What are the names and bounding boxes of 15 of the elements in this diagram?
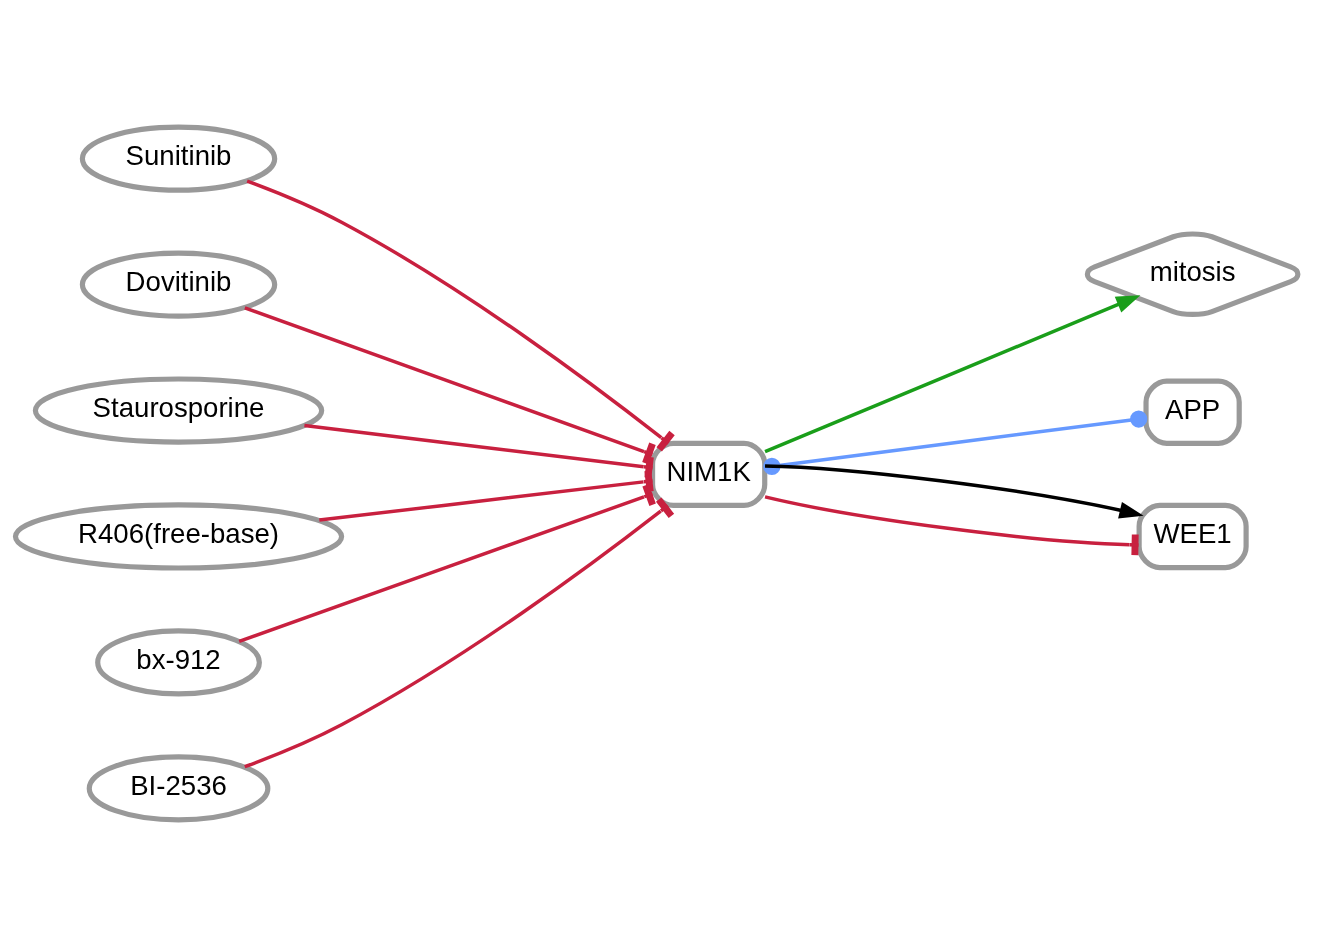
node-ellipse: R406(free-base) bbox=[12, 502, 345, 571]
node-ellipse: bx-912 bbox=[95, 628, 262, 697]
connector bbox=[246, 179, 675, 452]
arrow bbox=[764, 295, 1141, 454]
connector bbox=[244, 497, 675, 769]
node-box: APP bbox=[1143, 378, 1242, 446]
node-ellipse: Dovitinib bbox=[79, 250, 278, 319]
node-box: WEE1 bbox=[1136, 502, 1249, 571]
connector bbox=[244, 306, 656, 465]
node-ellipse: Staurosporine bbox=[32, 376, 325, 445]
arrow bbox=[765, 464, 1144, 519]
connector bbox=[238, 484, 656, 644]
node-ellipse: BI-2536 bbox=[86, 754, 271, 823]
node-box: NIM1K bbox=[650, 440, 768, 508]
node-ellipse: Sunitinib bbox=[79, 124, 278, 193]
